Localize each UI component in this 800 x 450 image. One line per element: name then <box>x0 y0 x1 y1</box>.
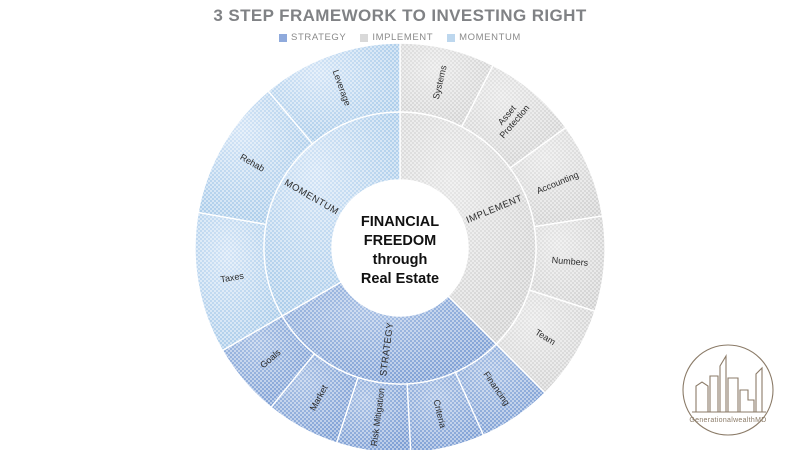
legend-label-implement: IMPLEMENT <box>372 32 434 43</box>
segment-texture <box>270 353 358 443</box>
segment-label: Numbers <box>551 255 589 268</box>
legend-label-strategy: STRATEGY <box>291 32 347 43</box>
segment-texture <box>510 127 603 227</box>
legend-item-momentum[interactable]: MOMENTUM <box>447 33 521 43</box>
segment-texture <box>529 215 606 312</box>
legend-swatch-momentum <box>447 33 456 42</box>
segment-texture <box>268 43 400 144</box>
legend-item-strategy[interactable]: STRATEGY <box>279 33 346 43</box>
segment-texture <box>336 377 411 450</box>
segment-texture <box>407 372 484 450</box>
segment-label: Taxes <box>220 271 245 285</box>
legend-swatch-implement <box>360 33 369 42</box>
logo-text: GenerationalwealthMD <box>689 417 766 424</box>
center-line-2: FREEDOM <box>364 233 437 249</box>
center-line-4: Real Estate <box>361 271 439 287</box>
legend-item-implement[interactable]: IMPLEMENT <box>360 33 433 43</box>
segment-texture <box>282 282 497 384</box>
center-line-3: through <box>373 252 428 268</box>
segment-texture <box>496 290 595 393</box>
skyline-icon <box>692 354 766 413</box>
segment-texture <box>198 90 313 225</box>
segment-texture <box>400 43 494 127</box>
segment-texture <box>195 212 283 351</box>
segment-texture <box>400 112 536 345</box>
segment-texture <box>264 112 400 316</box>
chart-legend: STRATEGY IMPLEMENT MOMENTUM <box>0 33 800 43</box>
segment-texture <box>461 65 566 169</box>
center-line-1: FINANCIAL <box>361 214 439 230</box>
center-hole <box>332 180 468 316</box>
legend-swatch-strategy <box>279 33 288 42</box>
segment-texture <box>455 344 545 436</box>
page-title: 3 STEP FRAMEWORK TO INVESTING RIGHT <box>213 6 587 25</box>
segment-texture <box>222 316 315 408</box>
brand-logo[interactable]: GenerationalwealthMD <box>676 338 780 442</box>
legend-label-momentum: MOMENTUM <box>459 32 521 43</box>
logo-circle <box>682 344 774 436</box>
